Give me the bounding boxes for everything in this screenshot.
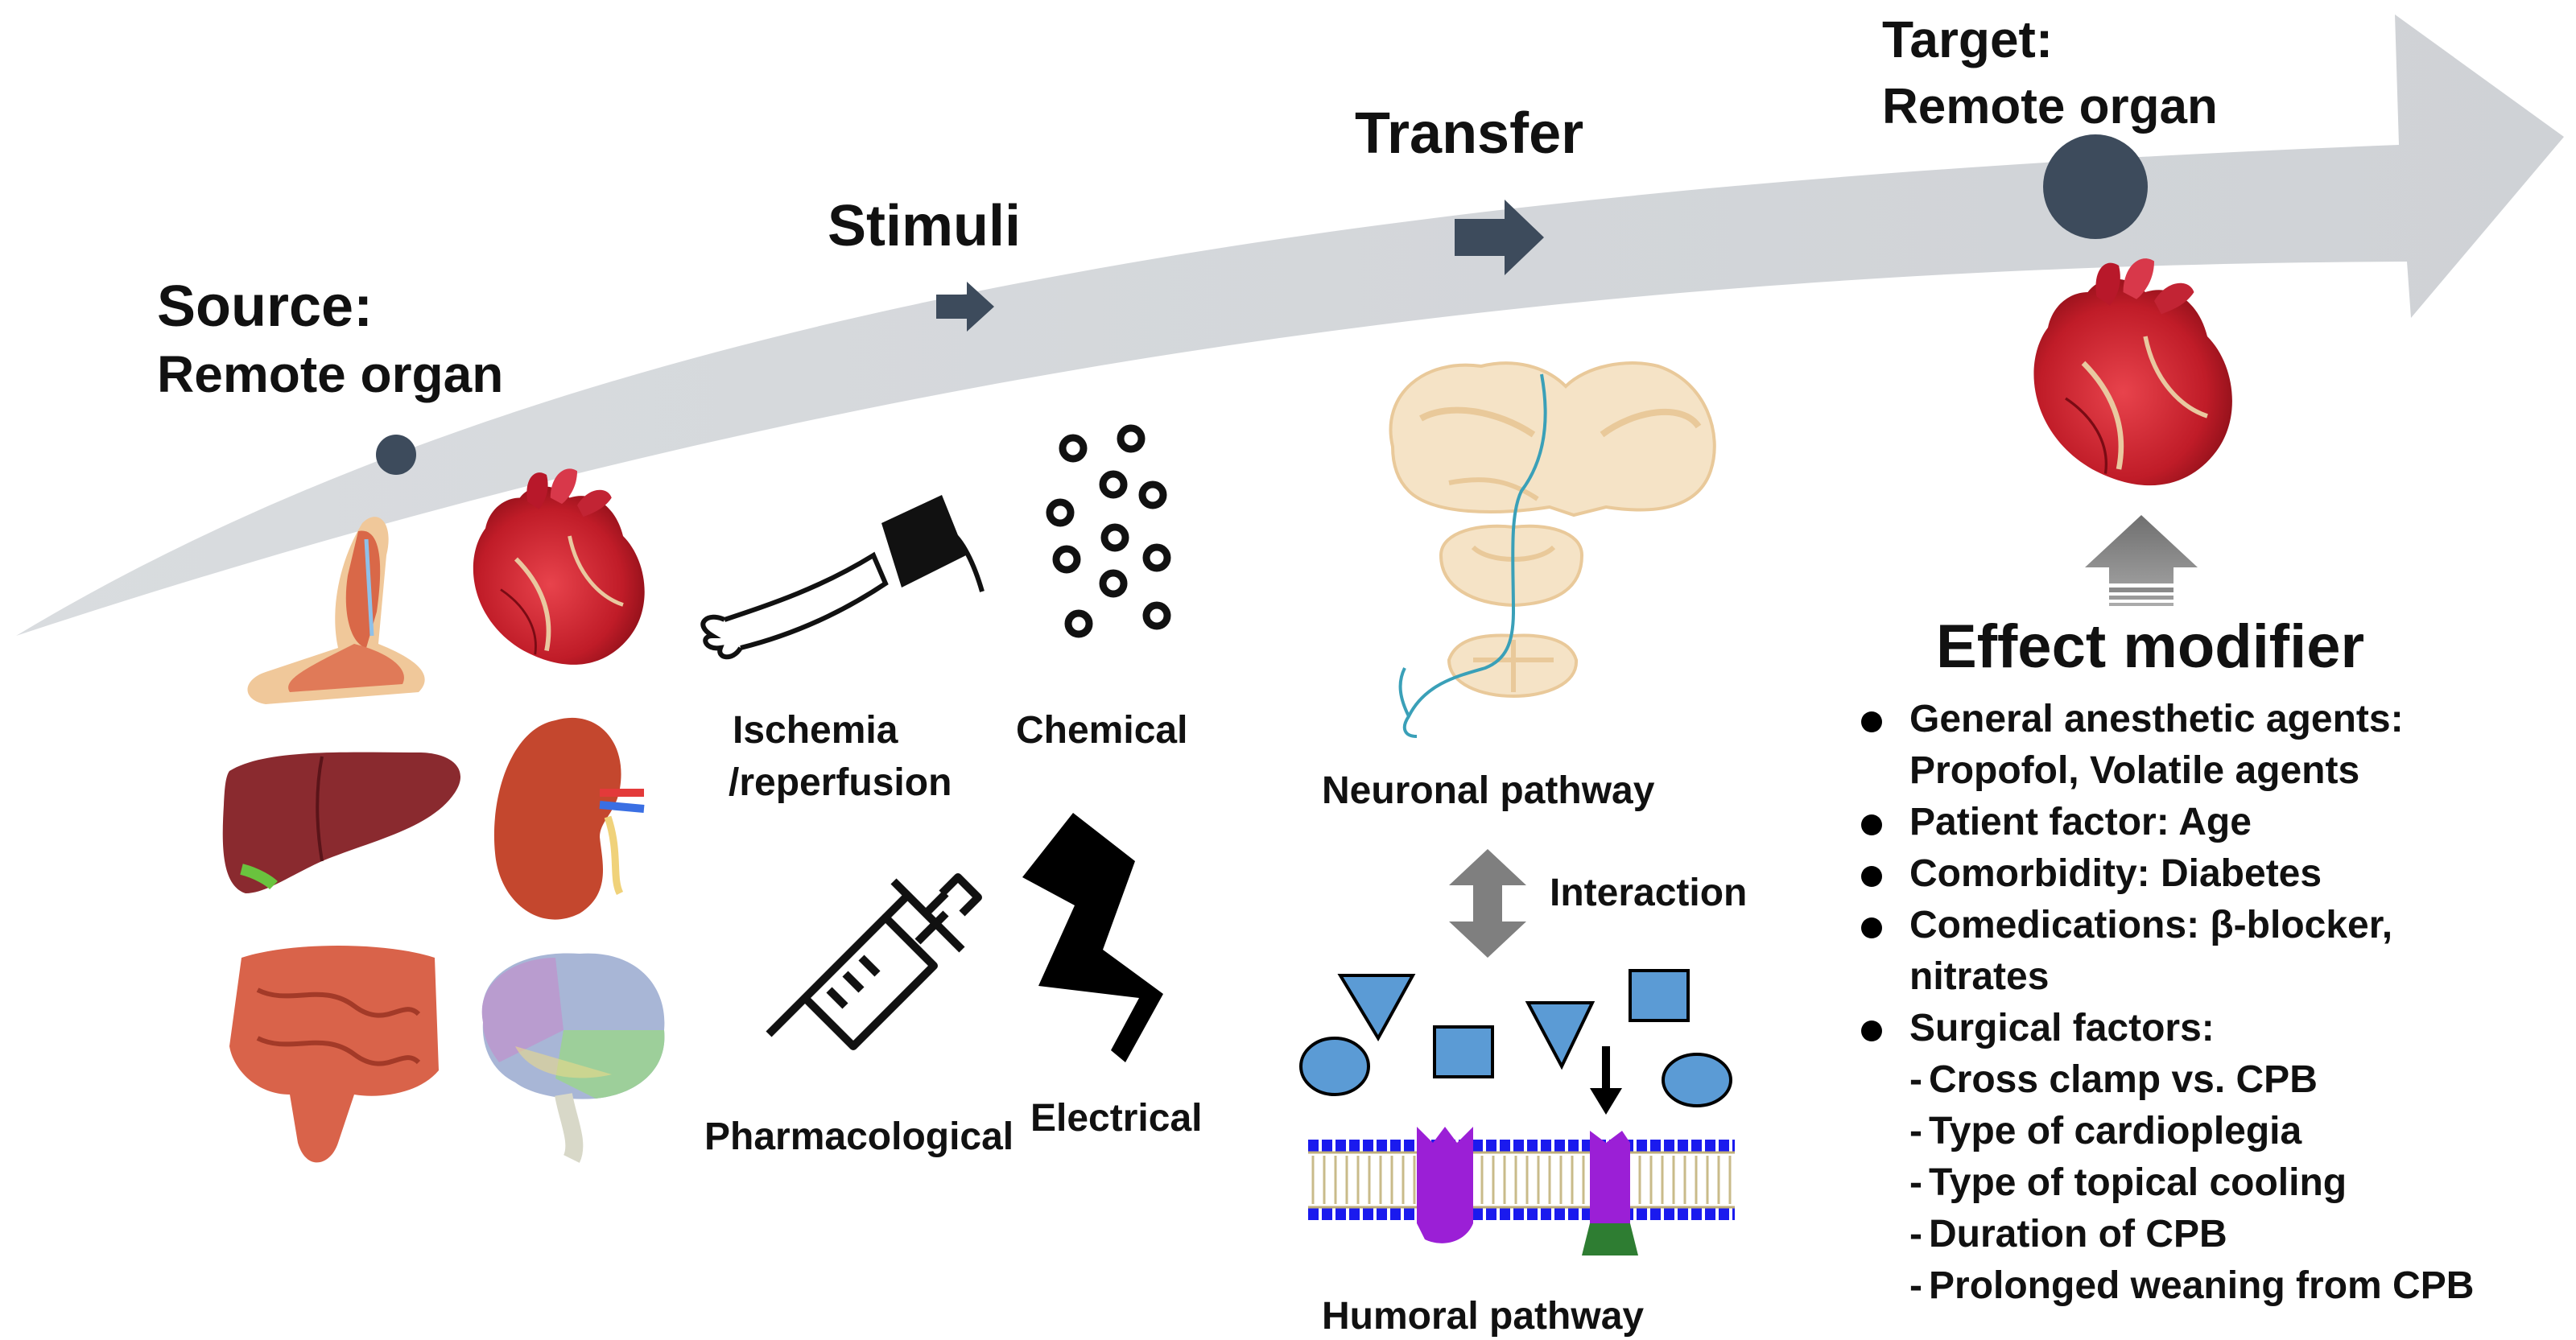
effect-modifier-item: Patient factor: Age [1852,797,2560,848]
surgical-factor-text: Type of topical cooling [1929,1161,2347,1204]
cell-membrane [1308,1140,1735,1220]
effect-modifier-item-text: Surgical factors: [1909,1007,2215,1049]
effect-modifier-item: Comorbidity: Diabetes [1852,848,2560,900]
surgical-factor-text: Type of cardioplegia [1929,1110,2302,1152]
surgical-factors-sublist: -Cross clamp vs. CPB-Type of cardioplegi… [1909,1054,2560,1312]
target-marker-dot [2043,134,2148,239]
signal-down-arrow-icon [1590,1046,1622,1115]
humoral-molecules [1299,969,1732,1107]
effect-modifier-item-text: Comedications: β-blocker, [1909,904,2393,946]
electrical-label: Electrical [1030,1097,1203,1140]
source-subtitle: Remote organ [157,345,504,403]
transfer-title: Transfer [1355,101,1584,166]
blood-pressure-cuff [881,495,966,588]
liver-icon [222,752,461,893]
stimuli-title: Stimuli [828,194,1022,258]
ischemia-label-line2: /reperfusion [729,761,952,804]
receptor-channel-right [1582,1131,1638,1255]
effect-modifier-title: Effect modifier [1936,612,2365,681]
bullet-icon [1861,711,1882,732]
source-marker-dot [376,435,416,475]
source-title: Source: [157,274,374,339]
surgical-factor-item: -Type of cardioplegia [1909,1106,2560,1157]
bullet-icon [1861,866,1882,887]
target-title: Target: [1882,10,2054,68]
pharmacological-label: Pharmacological [704,1115,1014,1158]
effect-modifier-item: Surgical factors:-Cross clamp vs. CPB-Ty… [1852,1003,2560,1312]
transfer-arrow-icon [1455,200,1544,275]
neuronal-pathway-label: Neuronal pathway [1322,769,1655,812]
effect-modifier-list: General anesthetic agents: Propofol, Vola… [1852,694,2560,1312]
target-subtitle: Remote organ [1882,79,2218,134]
effect-modifier-item-text: nitrates [1909,955,2050,998]
ischemia-label-line1: Ischemia [733,709,898,752]
dash-icon: - [1909,1058,1922,1101]
surgical-factor-item: -Type of topical cooling [1909,1157,2560,1209]
big-process-arrow [16,14,2564,636]
surgical-factor-item: -Cross clamp vs. CPB [1909,1054,2560,1106]
dash-icon: - [1909,1161,1922,1204]
humoral-pathway-label: Humoral pathway [1322,1295,1645,1338]
chemical-label: Chemical [1016,709,1188,752]
arm-muscle-icon [247,517,425,704]
dash-icon: - [1909,1110,1922,1152]
dash-icon: - [1909,1213,1922,1255]
chemical-molecules-icon [1046,424,1171,638]
interaction-label: Interaction [1550,872,1748,914]
effect-modifier-item-text: Propofol, Volatile agents [1909,749,2360,792]
interaction-arrow-icon [1449,849,1526,958]
receptor-channel-left [1417,1127,1473,1243]
surgical-factor-item: -Prolonged weaning from CPB [1909,1260,2560,1312]
effect-modifier-item-text: General anesthetic agents: [1909,698,2404,740]
dash-icon: - [1909,1264,1922,1307]
effect-modifier-item: Comedications: β-blocker, nitrates [1852,900,2560,1003]
brain-icon [481,953,665,1163]
bullet-icon [1861,917,1882,938]
effect-modifier-item: General anesthetic agents: Propofol, Vola… [1852,694,2560,797]
lightning-bolt-icon [1022,813,1163,1062]
surgical-factor-text: Prolonged weaning from CPB [1929,1264,2475,1307]
bullet-icon [1861,814,1882,835]
surgical-factor-text: Cross clamp vs. CPB [1929,1058,2318,1101]
target-heart-icon [2033,258,2231,485]
syringe-icon [766,873,982,1050]
surgical-factor-item: -Duration of CPB [1909,1209,2560,1260]
surgical-factor-text: Duration of CPB [1929,1213,2227,1255]
effect-modifier-up-arrow-icon [2085,515,2198,606]
effect-modifier-item-text: Comorbidity: Diabetes [1909,852,2322,895]
kidney-icon [493,717,645,920]
spinal-cord-icon [1389,361,1716,738]
heart-icon [473,468,645,665]
stimuli-arrow-icon [936,282,994,332]
intestine-icon [229,946,439,1163]
bullet-icon [1861,1020,1882,1041]
effect-modifier-item-text: Patient factor: Age [1909,801,2252,843]
